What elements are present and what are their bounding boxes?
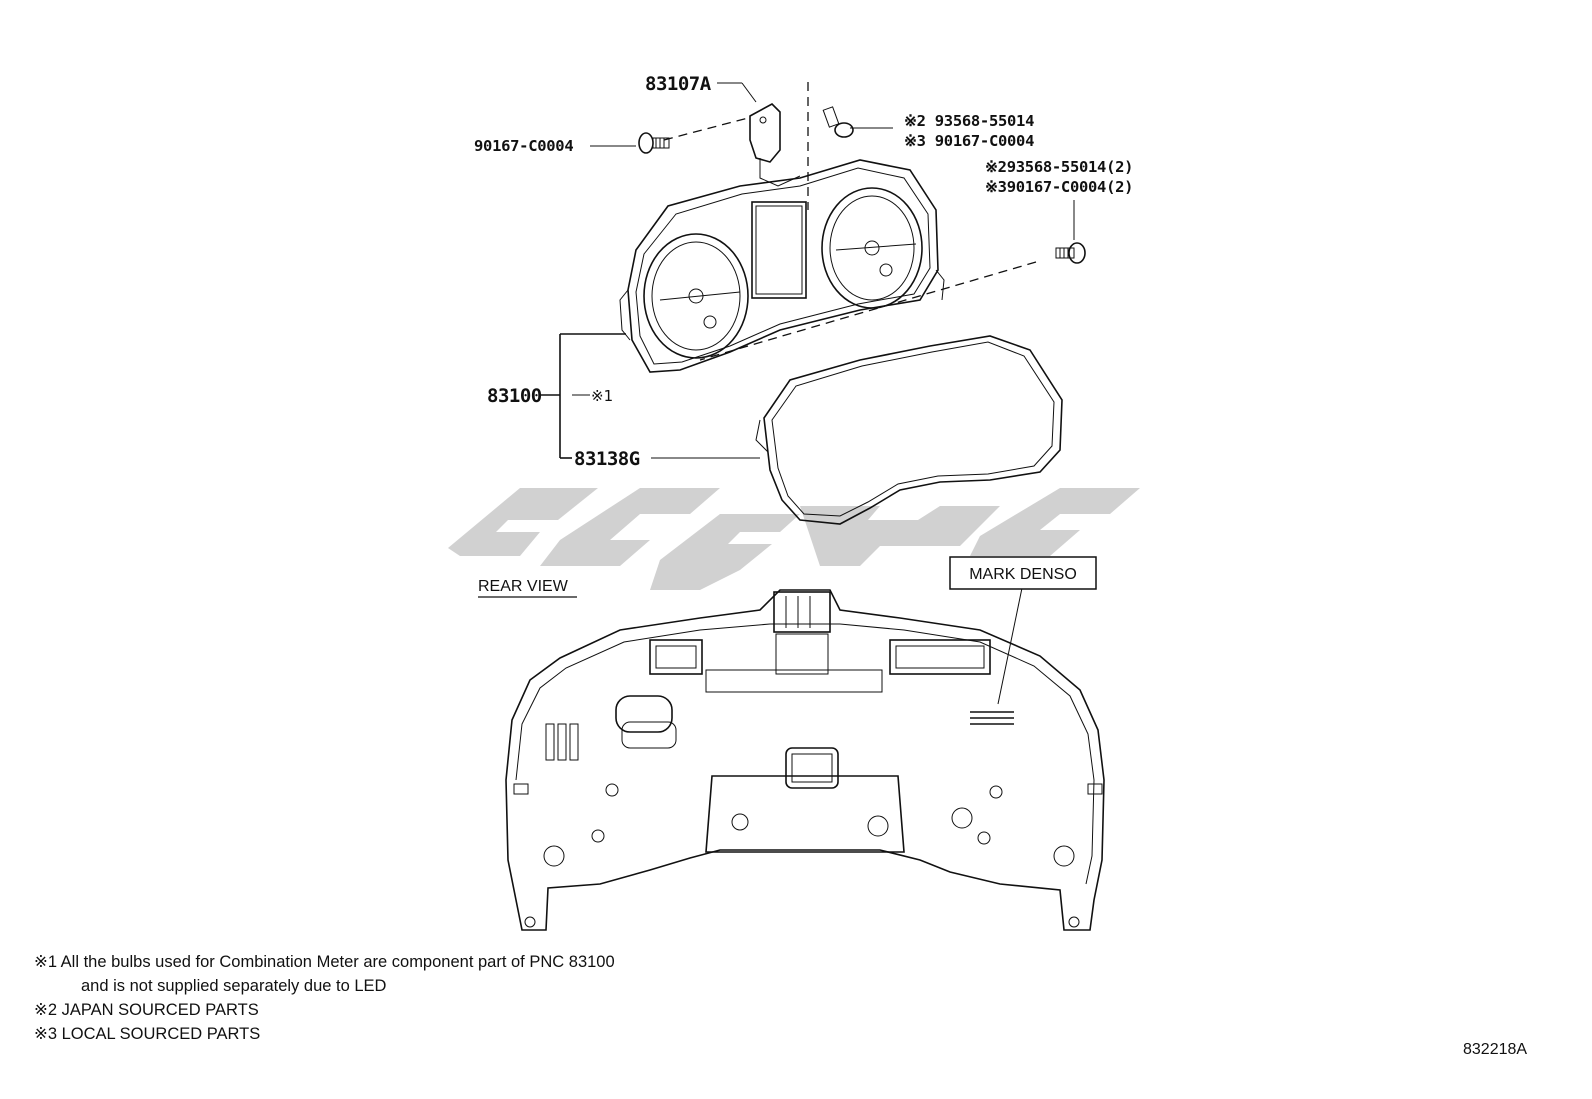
- footnote-1: ※1 All the bulbs used for Combination Me…: [34, 953, 615, 971]
- leader-lines: [540, 82, 1075, 459]
- part-label-right-screw-local: ※390167-C0004(2): [985, 178, 1133, 196]
- screw-right-icon: [1055, 242, 1086, 264]
- part-label-right-screw-jp: ※293568-55014(2): [985, 158, 1133, 176]
- part-label-83100: 83100: [487, 385, 542, 407]
- combination-meter-drawing: [619, 159, 945, 373]
- screw-top-icon: [822, 106, 854, 138]
- footnote-3: ※3 LOCAL SOURCED PARTS: [34, 1025, 261, 1043]
- footnote-2: ※2 JAPAN SOURCED PARTS: [34, 1001, 259, 1019]
- meter-glass-drawing: [755, 335, 1063, 525]
- rear-view-label: REAR VIEW: [478, 578, 569, 595]
- part-label-83138g: 83138G: [574, 448, 640, 470]
- part-label-left-screw: 90167-C0004: [474, 137, 573, 155]
- watermark-logo: [448, 488, 1140, 590]
- assembly-lines: [663, 82, 1037, 361]
- denso-mark: [970, 711, 1014, 725]
- part-label-top-screw-jp: ※2 93568-55014: [904, 112, 1034, 130]
- footnotes: ※1 All the bulbs used for Combination Me…: [34, 950, 615, 1046]
- mark-denso-callout: MARK DENSO: [969, 566, 1077, 583]
- part-label-83107a: 83107A: [645, 73, 712, 95]
- mark-denso-callout-box: [949, 556, 1097, 590]
- bracket-83107a-drawing: [749, 103, 801, 187]
- part-label-top-screw-local: ※3 90167-C0004: [904, 132, 1034, 150]
- reference-number: 832218A: [1463, 1041, 1528, 1058]
- footnote-1-continued: and is not supplied separately due to LE…: [81, 977, 387, 995]
- screw-left-icon: [638, 132, 670, 154]
- rear-view-drawing: [505, 587, 1105, 931]
- vent-slots: [545, 723, 579, 761]
- part-label-83100-note: ※1: [591, 387, 613, 405]
